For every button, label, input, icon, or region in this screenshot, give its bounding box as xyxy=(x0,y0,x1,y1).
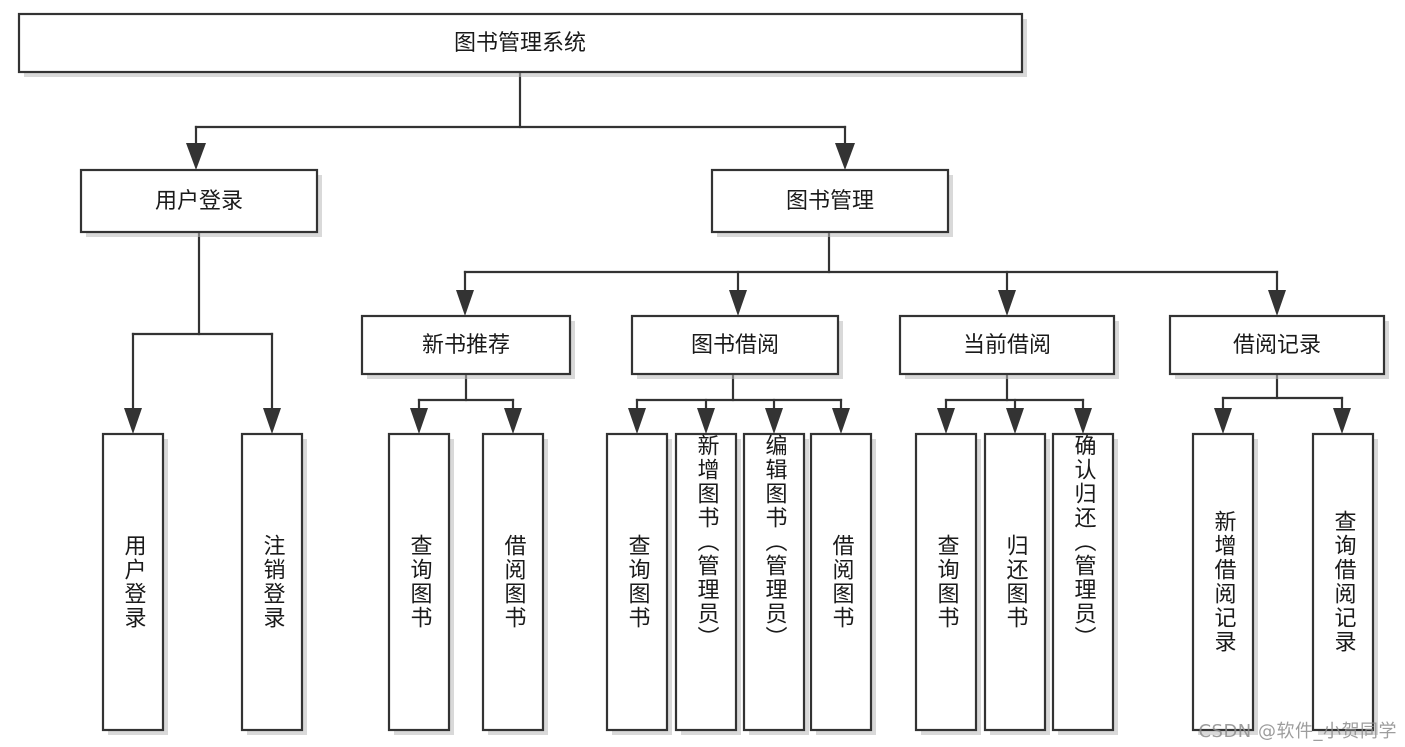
node-book-manage[interactable]: 图书管理 xyxy=(710,168,953,237)
leaf-book-borrow-1[interactable] xyxy=(674,432,741,735)
node-borrow-record-label: 借阅记录 xyxy=(1233,333,1321,358)
leaf-current-borrow-2[interactable] xyxy=(1051,432,1118,735)
node-user-login-label: 用户登录 xyxy=(155,189,243,214)
node-borrow-record[interactable]: 借阅记录 xyxy=(1168,314,1389,379)
csdn-watermark: CSDN @软件_小贺同学 xyxy=(1198,721,1397,742)
leaf-book-borrow-0[interactable] xyxy=(605,432,672,735)
node-new-book-recommend-label: 新书推荐 xyxy=(422,333,510,358)
node-new-book-recommend[interactable]: 新书推荐 xyxy=(360,314,575,379)
node-book-manage-label: 图书管理 xyxy=(786,189,874,214)
connector-current-borrow-to-leaves xyxy=(937,372,1092,434)
leaf-new-book-1[interactable] xyxy=(481,432,548,735)
leaf-borrow-record-0[interactable] xyxy=(1191,432,1258,735)
leaf-user-login-0[interactable] xyxy=(101,432,168,735)
node-user-login[interactable]: 用户登录 xyxy=(79,168,322,237)
leaf-borrow-record-1[interactable] xyxy=(1311,432,1378,735)
leaf-new-book-0[interactable] xyxy=(387,432,454,735)
leaf-current-borrow-1[interactable] xyxy=(983,432,1050,735)
connector-book-borrow-to-leaves xyxy=(628,372,850,434)
connector-new-book-to-leaves xyxy=(410,372,522,434)
node-book-borrow-label: 图书借阅 xyxy=(691,333,779,358)
leaf-book-borrow-3[interactable] xyxy=(809,432,876,735)
node-root[interactable]: 图书管理系统 xyxy=(17,12,1027,77)
node-current-borrow-label: 当前借阅 xyxy=(963,333,1051,358)
connector-borrow-record-to-leaves xyxy=(1214,372,1351,434)
node-book-borrow[interactable]: 图书借阅 xyxy=(630,314,843,379)
node-current-borrow[interactable]: 当前借阅 xyxy=(898,314,1119,379)
leaf-user-login-1[interactable] xyxy=(240,432,307,735)
leaf-current-borrow-0[interactable] xyxy=(914,432,981,735)
connector-root-to-level2 xyxy=(186,71,855,170)
connector-user-login-to-leaves xyxy=(124,230,281,434)
connector-book-manage-to-level3 xyxy=(456,230,1286,316)
leaf-book-borrow-2[interactable] xyxy=(742,432,809,735)
node-root-label: 图书管理系统 xyxy=(454,31,586,56)
